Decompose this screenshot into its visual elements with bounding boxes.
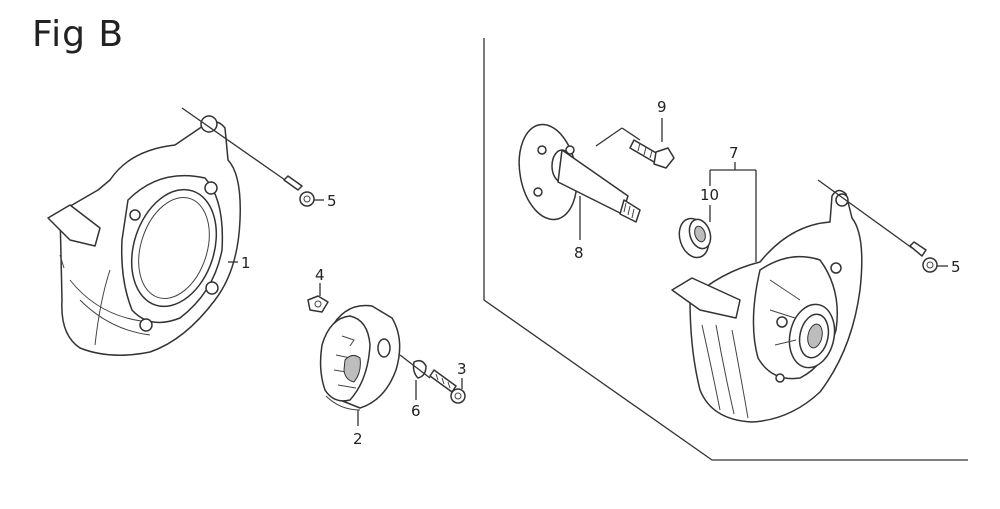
leader-lines [228,261,359,426]
bolt-5-left [181,107,324,207]
callout-8: 8 [574,244,584,262]
washer-4 [307,283,329,313]
callout-10: 10 [700,186,719,204]
callout-4: 4 [315,266,325,284]
callout-5-right: 5 [951,258,961,276]
bolt-3 [399,354,466,404]
callout-2: 2 [353,430,363,448]
callout-9: 9 [657,98,667,116]
shaft-8 [518,123,641,240]
callout-labels: 1 2 3 4 5 5 6 7 8 9 10 [241,98,961,448]
bolt-9 [595,118,675,169]
clutch-shoe-assembly [319,304,401,411]
clutch-housing-left [47,115,241,356]
callout-7: 7 [729,144,739,162]
callout-1: 1 [241,254,251,272]
clutch-housing-right [671,189,863,423]
callout-6: 6 [411,402,421,420]
bolt-5-right [817,179,948,273]
bracket-7 [709,162,757,262]
callout-5-left: 5 [327,192,337,210]
section-boundary [483,38,968,461]
figure-title: Fig B [32,14,125,55]
oil-seal-10 [678,205,712,259]
callout-3: 3 [457,360,467,378]
